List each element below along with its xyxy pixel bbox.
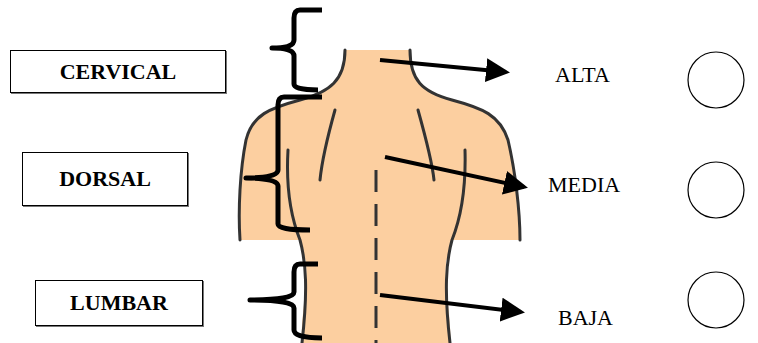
brace bbox=[246, 97, 322, 230]
back-outline bbox=[410, 50, 520, 240]
pointer-arrow bbox=[380, 295, 521, 312]
brace bbox=[272, 10, 322, 90]
answer-circle bbox=[688, 52, 744, 108]
pointer-arrow bbox=[385, 157, 524, 187]
arm-line bbox=[446, 150, 465, 343]
region-name: CERVICAL bbox=[60, 59, 177, 85]
region-name: LUMBAR bbox=[70, 290, 168, 316]
answer-circle bbox=[688, 272, 744, 328]
brace bbox=[250, 264, 322, 338]
level-label: BAJA bbox=[558, 305, 613, 331]
label-box: DORSAL bbox=[22, 152, 188, 206]
back-shape bbox=[239, 50, 520, 343]
level-label: MEDIA bbox=[548, 172, 620, 198]
region-name: DORSAL bbox=[59, 166, 151, 192]
label-box: LUMBAR bbox=[35, 280, 203, 326]
shoulder-blade bbox=[320, 110, 335, 180]
answer-circle bbox=[688, 162, 744, 218]
shoulder-blade bbox=[418, 110, 434, 180]
arm-line bbox=[288, 150, 306, 343]
label-box: CERVICAL bbox=[10, 50, 226, 93]
pointer-arrow bbox=[380, 60, 506, 72]
level-label: ALTA bbox=[555, 62, 610, 88]
spine-line bbox=[375, 170, 378, 343]
